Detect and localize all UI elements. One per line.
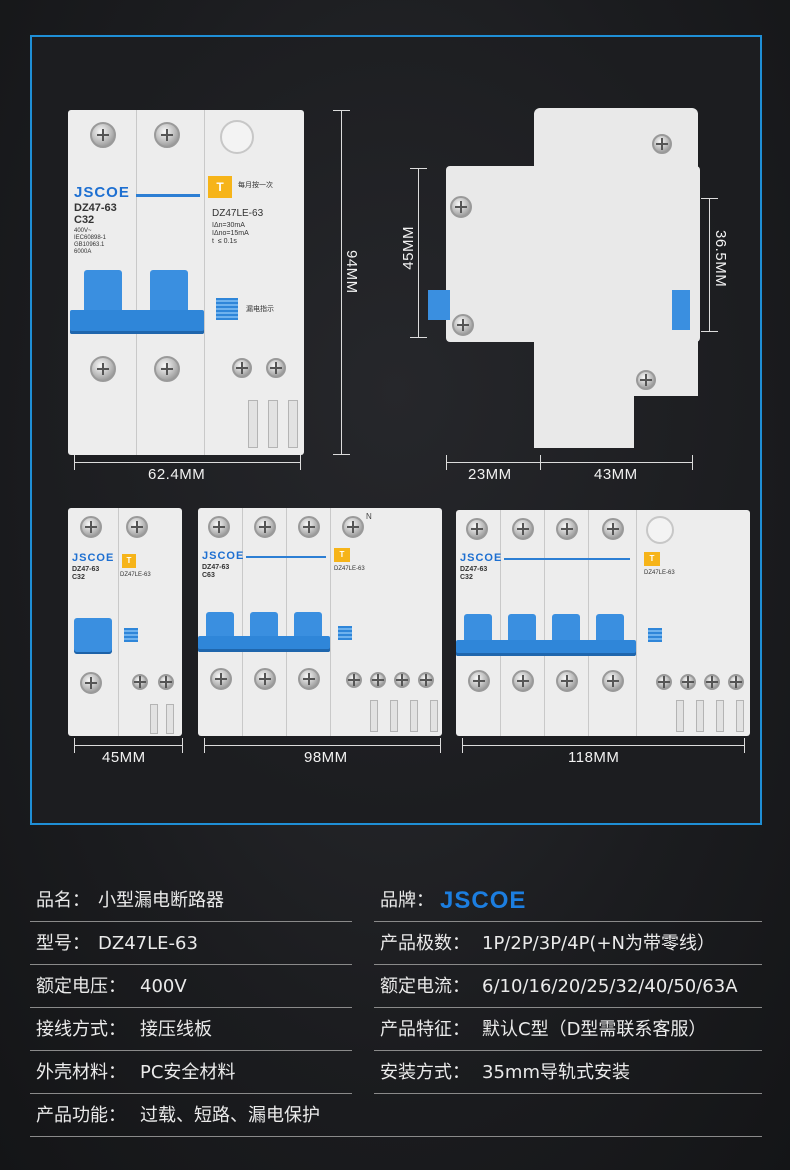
spec-row-function: 产品功能： 过载、短路、漏电保护 <box>30 1095 762 1137</box>
spec-row-voltage: 额定电压： 400V <box>30 966 352 1008</box>
side-height-label: 45MM <box>400 226 417 270</box>
leakage-model: DZ47LE-63 <box>212 208 264 219</box>
breaker-4p: JSCOE DZ47-63 C32 T DZ47LE-63 <box>456 510 750 736</box>
spec-row-model: 型号： DZ47LE-63 <box>30 923 352 965</box>
spec-value: 400V <box>140 976 187 997</box>
spec-value: 小型漏电断路器 <box>98 890 224 911</box>
spec-row-poles: 产品极数： 1P/2P/3P/4P(+N为带零线） <box>374 923 762 965</box>
breaker-rating: C63 <box>202 572 215 579</box>
spec-label: 型号： <box>36 933 90 954</box>
spec-label: 产品特征： <box>380 1019 470 1040</box>
spec-value: 35mm导轨式安装 <box>482 1062 630 1083</box>
breaker-spec-block: 400V~ IEC60898-1 GB10963.1 6000A <box>74 228 107 255</box>
spec-value: 默认C型（D型需联系客服） <box>482 1019 707 1040</box>
brand-logo-cell: JSCOE <box>440 880 526 922</box>
breaker-rating: C32 <box>72 574 85 581</box>
spec-value: DZ47LE-63 <box>98 933 198 954</box>
test-button: T <box>122 554 136 568</box>
test-button: T <box>644 552 660 566</box>
leakage-spec: IΔn=30mA IΔno=15mA t ≤ 0.1s <box>212 222 249 246</box>
breaker-model: DZ47-63 <box>72 566 100 573</box>
breaker-model: DZ47-63 <box>460 566 488 573</box>
leakage-model: DZ47LE-63 <box>644 570 675 576</box>
brand-logo: JSCOE <box>440 887 527 914</box>
width-4p-label: 118MM <box>568 749 620 766</box>
breaker-1p: JSCOE DZ47-63 C32 T DZ47LE-63 <box>68 508 182 736</box>
test-caption: 每月按一次 <box>238 182 273 189</box>
width-2p-label: 62.4MM <box>148 466 206 483</box>
spec-label: 额定电流： <box>380 976 470 997</box>
breaker-side-view <box>534 108 698 170</box>
spec-row-name: 品名： 小型漏电断路器 <box>30 880 352 922</box>
side-width-left-label: 23MM <box>468 466 512 483</box>
spec-value: 6/10/16/20/25/32/40/50/63A <box>482 976 738 997</box>
side-width-right-label: 43MM <box>594 466 638 483</box>
spec-label: 额定电压： <box>36 976 126 997</box>
breaker-2p-front: JSCOE DZ47-63 C32 400V~ IEC60898-1 GB109… <box>68 110 304 455</box>
breaker-rating: C32 <box>460 574 473 581</box>
spec-row-feature: 产品特征： 默认C型（D型需联系客服） <box>374 1009 762 1051</box>
indicator-caption: 漏电指示 <box>246 306 274 313</box>
spec-label: 产品极数： <box>380 933 470 954</box>
breaker-logo: JSCOE <box>72 552 115 564</box>
spec-value: 接压线板 <box>140 1019 212 1040</box>
spec-label: 产品功能： <box>36 1105 126 1126</box>
spec-value: 1P/2P/3P/4P(+N为带零线） <box>482 933 715 954</box>
leakage-model: DZ47LE-63 <box>120 572 151 578</box>
spec-row-brand: 品牌： JSCOE <box>374 880 762 922</box>
leakage-model: DZ47LE-63 <box>334 566 365 572</box>
spec-label: 品名： <box>36 890 90 911</box>
test-button: T <box>334 548 350 562</box>
breaker-logo: JSCOE <box>202 550 245 562</box>
spec-label: 安装方式： <box>380 1062 470 1083</box>
width-3p-label: 98MM <box>304 749 348 766</box>
breaker-model: DZ47-63 <box>74 202 117 214</box>
spec-row-material: 外壳材料： PC安全材料 <box>30 1052 352 1094</box>
spec-value: 过载、短路、漏电保护 <box>140 1105 320 1126</box>
spec-row-install: 安装方式： 35mm导轨式安装 <box>374 1052 762 1094</box>
side-depth-label: 36.5MM <box>712 230 729 288</box>
spec-label: 接线方式： <box>36 1019 126 1040</box>
breaker-logo: JSCOE <box>74 184 130 201</box>
spec-value: PC安全材料 <box>140 1062 236 1083</box>
breaker-model: DZ47-63 <box>202 564 230 571</box>
breaker-rating: C32 <box>74 214 95 226</box>
width-1p-label: 45MM <box>102 749 146 766</box>
spec-row-wiring: 接线方式： 接压线板 <box>30 1009 352 1051</box>
neutral-mark: N <box>366 512 372 521</box>
breaker-3p: N JSCOE DZ47-63 C63 T DZ47LE-63 <box>198 508 442 736</box>
breaker-logo: JSCOE <box>460 552 503 564</box>
spec-label: 外壳材料： <box>36 1062 126 1083</box>
test-button: T <box>208 176 232 198</box>
spec-label: 品牌： <box>380 890 434 911</box>
height-2p-label: 94MM <box>343 250 360 294</box>
spec-row-current: 额定电流： 6/10/16/20/25/32/40/50/63A <box>374 966 762 1008</box>
